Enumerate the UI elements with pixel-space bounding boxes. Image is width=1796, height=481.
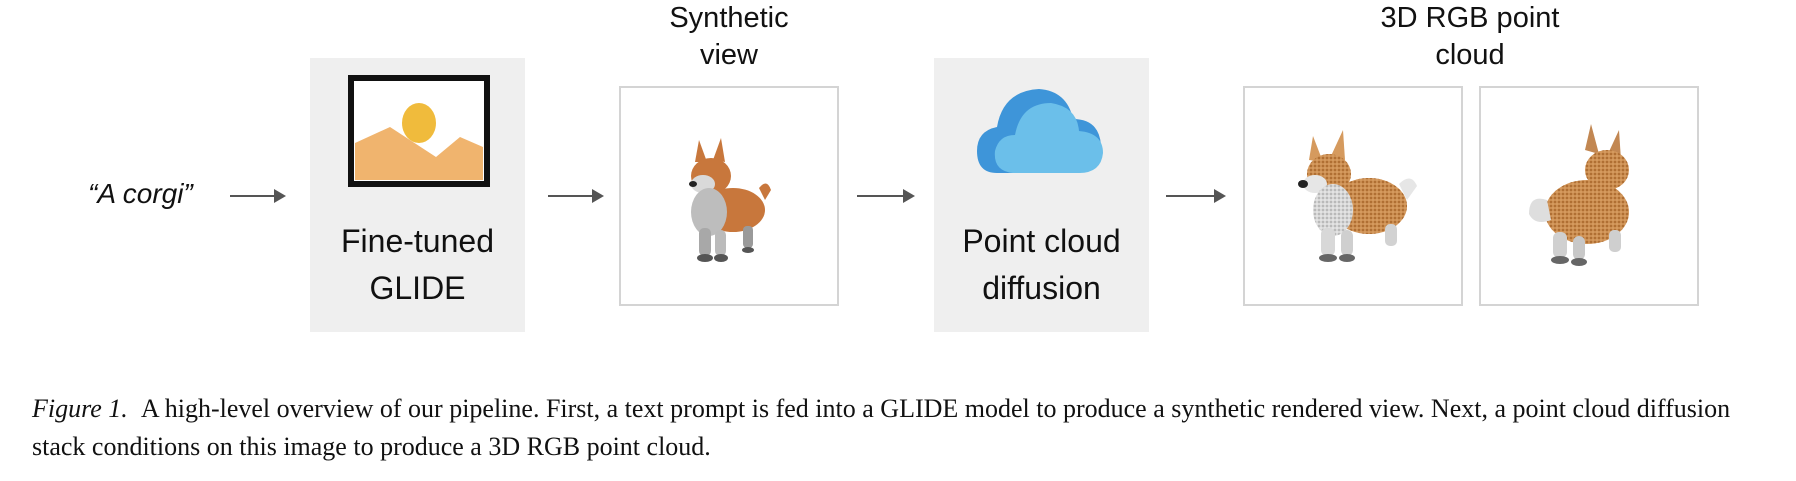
point-cloud-frame-2 xyxy=(1479,86,1699,306)
corgi-point-cloud-back-image xyxy=(1525,120,1655,270)
point-cloud-frame-1 xyxy=(1243,86,1463,306)
text-prompt: “A corgi” xyxy=(88,178,193,209)
image-icon xyxy=(348,75,490,187)
synthetic-view-label: Synthetic view xyxy=(669,2,789,71)
point-cloud-label: 3D RGB point cloud xyxy=(1380,2,1560,71)
diffusion-label: Point cloud diffusion xyxy=(962,223,1121,306)
diffusion-panel: Point cloud diffusion xyxy=(934,58,1149,332)
arrow-prompt-to-glide xyxy=(230,189,286,203)
arrow-glide-to-view xyxy=(548,189,604,203)
figure-caption: Figure 1. A high-level overview of our p… xyxy=(32,390,1772,466)
synthetic-view-frame xyxy=(619,86,839,306)
corgi-render-image xyxy=(671,138,781,268)
corgi-point-cloud-front-image xyxy=(1293,128,1423,268)
arrow-view-to-diffusion xyxy=(857,189,915,203)
arrow-diffusion-to-pointcloud xyxy=(1166,189,1226,203)
caption-text: A high-level overview of our pipeline. F… xyxy=(32,394,1731,461)
cloud-icon xyxy=(977,85,1105,177)
glide-panel: Fine-tuned GLIDE xyxy=(310,58,525,332)
figure-label: Figure 1. xyxy=(32,394,128,423)
glide-label: Fine-tuned GLIDE xyxy=(341,223,494,306)
